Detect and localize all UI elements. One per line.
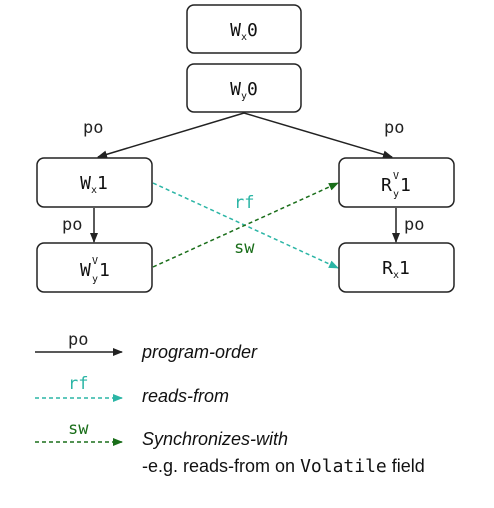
node-wx1-sub: x: [91, 185, 97, 196]
node-wy0: Wy0: [186, 63, 302, 113]
node-ry1v: R V y 1: [338, 157, 455, 208]
legend-item-po: po program-order: [35, 330, 258, 362]
legend-sw-note: -e.g. reads-from on Volatile field: [142, 456, 425, 477]
node-wx0-base: W: [230, 20, 241, 41]
node-rx1-num: 1: [399, 258, 410, 279]
node-wx0-sub: x: [241, 32, 247, 43]
legend-po-desc: program-order: [141, 342, 258, 362]
legend-rf-label: rf: [68, 374, 88, 394]
node-wy1v-base: W: [80, 260, 91, 281]
sw-edge-wy1v-ry1v: [152, 182, 339, 268]
node-wy0-base: W: [230, 79, 241, 100]
svg-text:Wy0: Wy0: [230, 79, 258, 102]
node-rx1-base: R: [382, 258, 393, 279]
legend-sw-desc: Synchronizes-with: [142, 429, 288, 449]
po-edge-wy0-ry1v: [243, 112, 393, 159]
svg-text:Wx1: Wx1: [80, 173, 108, 196]
node-wy1v-num: 1: [99, 260, 110, 281]
node-wx0-num: 0: [247, 20, 258, 41]
legend-sw-note-suffix: field: [387, 456, 425, 476]
node-wy0-num: 0: [247, 79, 258, 100]
po-edge-wy0-wx1: [97, 112, 245, 159]
node-wy1v: W V y 1: [36, 242, 153, 293]
legend-po-label: po: [68, 330, 88, 350]
legend-item-rf: rf reads-from: [35, 374, 229, 406]
node-ry1v-sup: V: [393, 171, 399, 182]
node-wy0-sub: y: [241, 91, 247, 102]
edge-label-rf: rf: [234, 193, 254, 213]
svg-text:Rx1: Rx1: [382, 258, 410, 281]
edge-label-po-left-mid: po: [62, 215, 82, 235]
node-wx1: Wx1: [36, 157, 153, 208]
node-wx1-num: 1: [97, 173, 108, 194]
node-wy1v-sub: y: [92, 274, 98, 285]
node-wy1v-sup: V: [92, 256, 98, 267]
edge-label-po-right-top: po: [384, 118, 404, 138]
legend-sw-note-prefix: -e.g. reads-from on: [142, 456, 300, 476]
edge-label-po-right-mid: po: [404, 215, 424, 235]
node-wx1-base: W: [80, 173, 91, 194]
node-rx1: Rx1: [338, 242, 455, 293]
node-wx0: Wx0: [186, 4, 302, 54]
legend-sw-label: sw: [68, 419, 89, 439]
svg-text:Wx0: Wx0: [230, 20, 258, 43]
node-ry1v-base: R: [381, 175, 392, 196]
node-ry1v-sub: y: [393, 189, 399, 200]
edge-label-po-left-top: po: [83, 118, 103, 138]
legend: po program-order rf reads-from sw Synchr…: [35, 330, 425, 477]
legend-item-sw: sw Synchronizes-with -e.g. reads-from on…: [35, 419, 425, 477]
legend-rf-desc: reads-from: [142, 386, 229, 406]
legend-sw-note-code: Volatile: [300, 456, 387, 477]
edge-label-sw: sw: [234, 238, 255, 258]
node-rx1-sub: x: [393, 270, 399, 281]
node-ry1v-num: 1: [400, 175, 411, 196]
